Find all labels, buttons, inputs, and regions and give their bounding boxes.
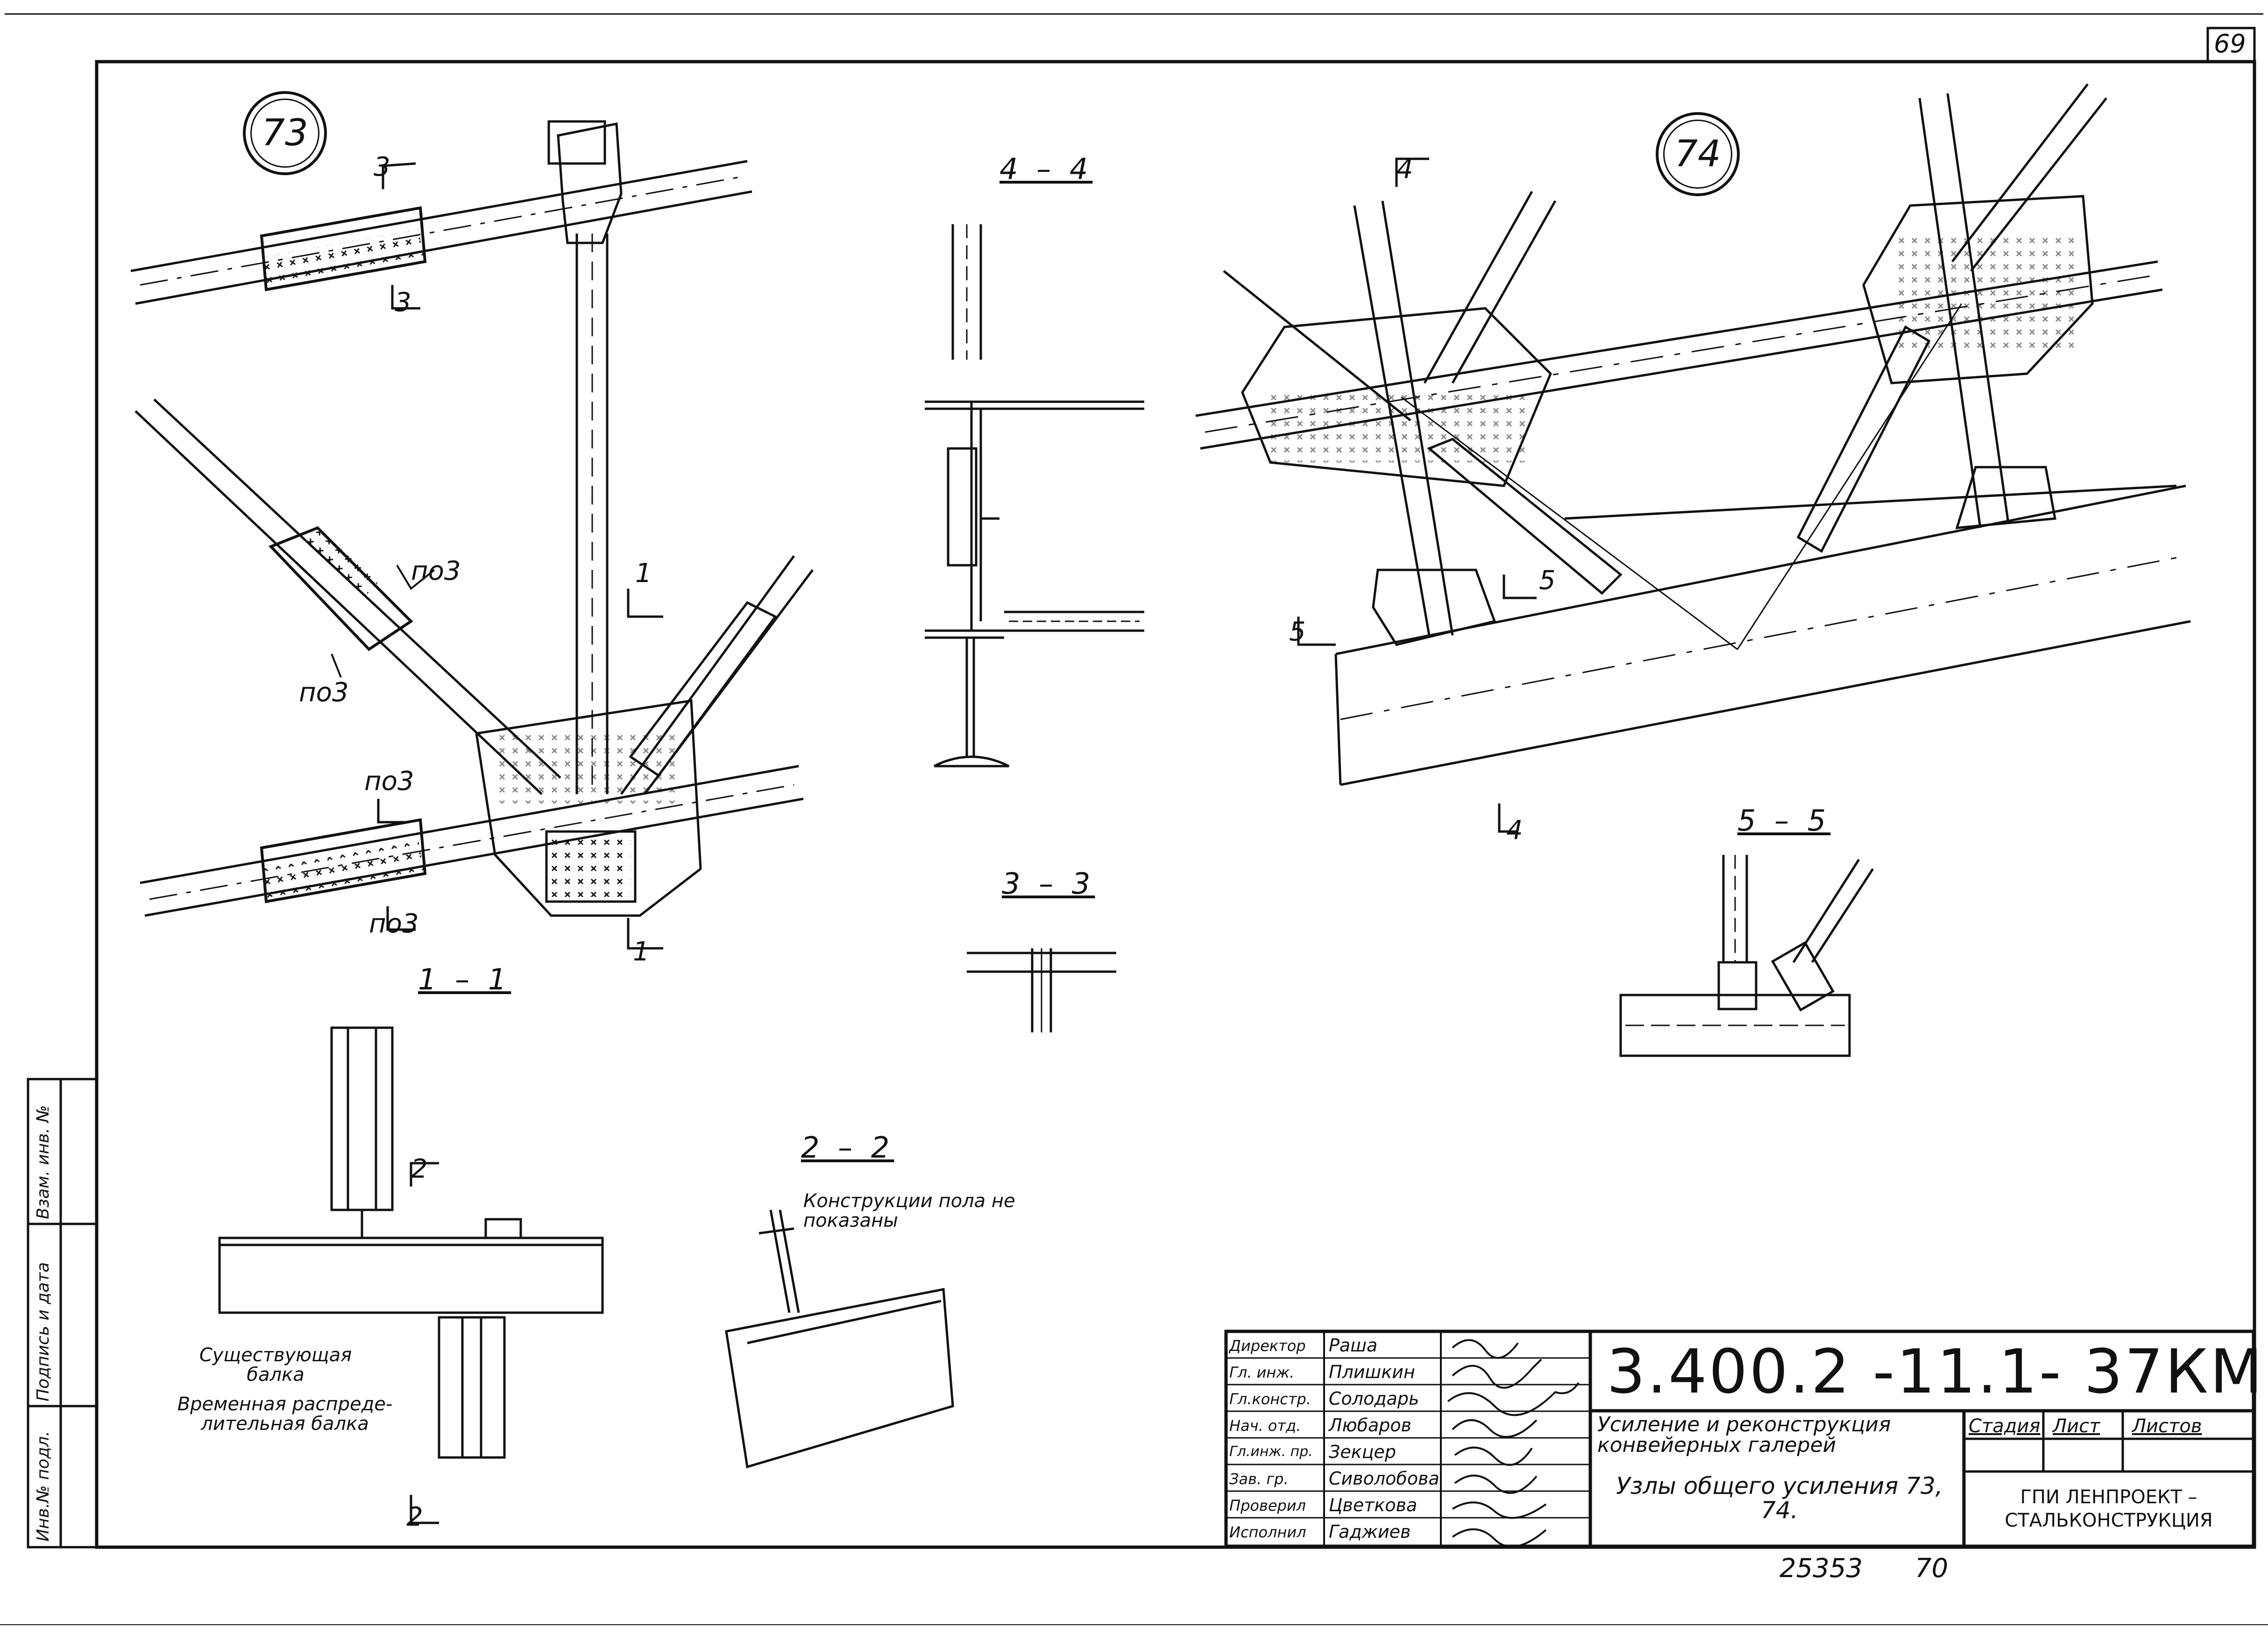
section-title-5-5: 5 – 5 [1737,803,1831,838]
floor-note: Конструкции пола не показаны [803,1190,1015,1231]
sheet-frame [0,13,2268,1625]
temporary-beam-note: Временная распреде-лительная балка [177,1393,393,1435]
cut-mark-2-bottom: 2 [406,1502,423,1532]
footer-number: 25353 [1779,1553,1863,1584]
node-73-label: 73 [243,91,327,175]
sheet-number: 69 [2214,29,2246,58]
cut-mark-3-bottom: 3 [395,287,411,318]
section-1-1-drawing [218,1026,604,1524]
node-74-number: 74 [1674,133,1721,175]
cut-mark-4-top: 4 [1396,154,1413,185]
node-73-drawing [130,120,814,950]
node-74-label: 74 [1656,112,1740,196]
cut-mark-5-left: 5 [1289,617,1306,647]
name-chief-designer: Солодарь [1329,1388,1419,1409]
side-stamp-inv: Инв.№ подл. [34,1431,53,1542]
section-title-2-2: 2 – 2 [801,1130,894,1165]
cut-mark-1-bottom: 1 [633,937,650,967]
section-title-4-4: 4 – 4 [999,152,1093,186]
name-department-head: Любаров [1329,1415,1412,1436]
footer-page: 70 [1915,1553,1949,1584]
role-executed: Исполнил [1229,1523,1306,1541]
section-4-4-drawing [925,224,1144,768]
name-checked: Цветкова [1329,1495,1418,1515]
role-project-engineer: Гл.инж. пр. [1229,1443,1313,1460]
section-title-1-1: 1 – 1 [418,962,511,996]
section-2-2-drawing [725,1209,954,1469]
section-title-3-3: 3 – 3 [1002,867,1095,901]
project-title: Усиление и реконструкция конвейерных гал… [1597,1413,1891,1457]
cut-mark-1-top: 1 [635,558,652,589]
sheet-title: Узлы общего усиления 73, 74. [1616,1472,1943,1524]
role-checked: Проверил [1229,1497,1306,1514]
cut-mark-2-top: 2 [411,1154,428,1184]
document-code: 3.400.2 -11.1- 37КМ [1607,1336,2264,1407]
cut-mark-po3-c: по3 [364,766,414,796]
side-stamp-grid [27,1078,98,1549]
node-74-drawing [1195,83,2191,833]
name-chief-engineer: Плишкин [1329,1362,1415,1382]
role-chief-designer: Гл.констр. [1229,1390,1311,1408]
cut-mark-po3-b: по3 [299,677,349,708]
cut-mark-4-bottom: 4 [1506,815,1523,846]
name-group-head: Сиволобова [1329,1468,1439,1489]
side-stamp-sign: Подпись и дата [34,1262,53,1401]
organization: ГПИ ЛЕНПРОЕКТ – СТАЛЬКОНСТРУКЦИЯ [2005,1486,2213,1531]
role-department-head: Нач. отд. [1229,1417,1301,1435]
name-executed: Гаджиев [1329,1521,1411,1542]
name-director: Раша [1329,1335,1378,1356]
signatures [1447,1339,1580,1546]
cut-mark-po3-a: по3 [411,556,461,586]
column-stage: Стадия [1969,1415,2041,1437]
column-sheets: Листов [2132,1415,2202,1437]
column-sheet: Лист [2053,1415,2100,1437]
role-chief-engineer: Гл. инж. [1229,1364,1295,1381]
existing-beam-note: Существующая балка [199,1344,352,1386]
name-project-engineer: Зекцер [1329,1442,1396,1462]
title-block-grid [1224,1329,2255,1548]
cut-mark-5-right: 5 [1539,565,1556,596]
role-group-head: Зав. гр. [1229,1470,1289,1488]
section-5-5-drawing [1619,855,1874,1057]
role-director: Директор [1229,1337,1306,1355]
cut-mark-po3-d: по3 [369,909,419,939]
side-stamp-replace: Взам. инв. № [34,1105,53,1219]
cut-mark-3-top: 3 [374,152,390,182]
node-73-number: 73 [262,112,308,154]
section-3-3-drawing [967,948,1116,1032]
